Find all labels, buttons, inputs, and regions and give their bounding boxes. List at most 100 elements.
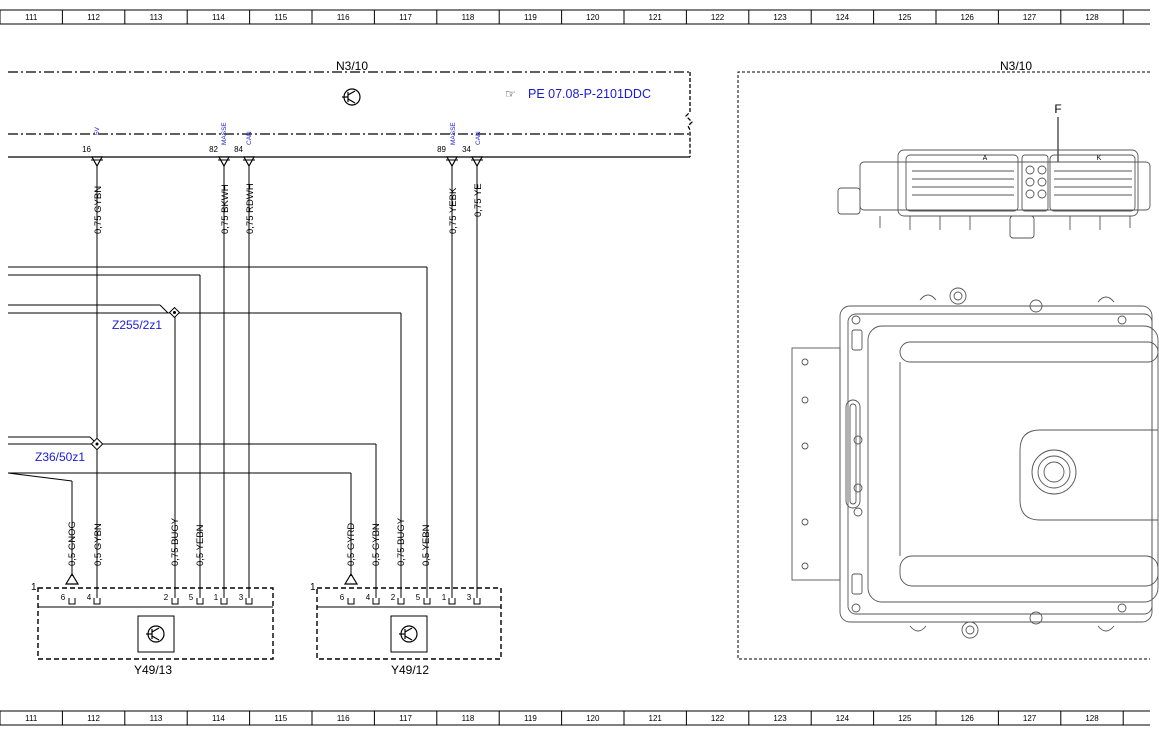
pin-number: 84 <box>234 145 243 154</box>
y49-12-wire-labels: 0,5 GYRD 0,5 GYBN 0,75 BUGY 0,5 YEBN <box>346 517 432 566</box>
pointer-label: F <box>1054 102 1061 116</box>
reference-link[interactable]: ☞ PE 07.08-P-2101DDC <box>505 87 651 101</box>
pin-socket <box>423 598 431 605</box>
location-view: N3/10 F <box>737 59 1159 660</box>
corner-mark: 1 <box>310 582 316 593</box>
svg-text:5: 5 <box>416 593 421 602</box>
ruler-number: 116 <box>337 13 350 22</box>
module-pins: 5V MASSE CAN MASSE CAN 16 82 84 89 34 0,… <box>82 122 484 234</box>
ruler-number: 121 <box>649 714 663 723</box>
ruler-number: 124 <box>836 13 850 22</box>
ruler-number: 118 <box>462 13 475 22</box>
ruler-number: 127 <box>1023 714 1037 723</box>
signal-label: CAN <box>246 131 253 145</box>
ruler-number: 111 <box>25 13 38 22</box>
pin-socket <box>93 598 101 605</box>
connector-k-label: K <box>1097 155 1102 162</box>
wire-label: 0,5 GYRD <box>346 523 357 566</box>
pin-number: 34 <box>462 145 471 154</box>
signal-label: 5V <box>94 126 101 135</box>
svg-text:6: 6 <box>61 593 66 602</box>
connector-pins: 6 4 2 5 1 3 <box>340 593 472 602</box>
ruler-number: 115 <box>274 13 287 22</box>
svg-text:2: 2 <box>164 593 169 602</box>
pin-socket <box>347 598 355 605</box>
svg-text:5: 5 <box>189 593 194 602</box>
module-n3-10-box: N3/10 ☞ PE 07.08-P-2101DDC <box>8 59 693 158</box>
ruler-number: 122 <box>711 714 725 723</box>
ruler-number: 126 <box>961 714 975 723</box>
splice-z255: Z255/2z1 <box>112 306 181 332</box>
signal-label: MASSE <box>221 122 228 145</box>
location-view-title: N3/10 <box>1000 59 1032 73</box>
signal-label: MASSE <box>450 122 457 145</box>
pin-socket <box>473 598 481 605</box>
ruler-number: 124 <box>836 714 850 723</box>
pin-number: 82 <box>209 145 218 154</box>
wire-label: 0,75 BKWH <box>220 184 231 234</box>
ground-symbols <box>64 572 359 585</box>
ruler-number: 113 <box>150 714 163 723</box>
svg-text:3: 3 <box>467 593 472 602</box>
wire-label: 0,75 RDWH <box>245 183 256 234</box>
splice-label: Z255/2z1 <box>112 318 162 332</box>
wire-label: 0,75 GYBN <box>93 186 104 234</box>
pin-arrow <box>217 156 231 168</box>
svg-text:6: 6 <box>340 593 345 602</box>
wire-label: 0,5 YEBN <box>195 524 206 566</box>
corner-mark: 1 <box>31 582 37 593</box>
ruler-number: 128 <box>1085 13 1099 22</box>
ruler-number: 125 <box>898 13 912 22</box>
splice-z36: Z36/50z1 <box>35 437 104 464</box>
wire-label: 0,75 BUGY <box>170 517 181 566</box>
ruler-number: 120 <box>586 13 600 22</box>
svg-text:2: 2 <box>391 593 396 602</box>
svg-text:4: 4 <box>366 593 371 602</box>
pin-socket <box>245 598 253 605</box>
ruler-number: 117 <box>399 714 412 723</box>
svg-text:1: 1 <box>214 593 219 602</box>
ruler-number: 122 <box>711 13 725 22</box>
wire-label: 0,75 BUGY <box>396 517 407 566</box>
pin-number: 89 <box>437 145 446 154</box>
svg-text:4: 4 <box>87 593 92 602</box>
pin-socket <box>196 598 204 605</box>
svg-text:1: 1 <box>442 593 447 602</box>
wire-label: 0,75 YE <box>473 183 484 217</box>
component-y49-12: 1 6 4 2 5 1 3 Y49/12 <box>310 582 502 677</box>
pin-arrow <box>242 156 256 168</box>
ruler-number: 112 <box>87 13 100 22</box>
ruler-number: 118 <box>462 714 475 723</box>
pin-arrow <box>90 156 104 168</box>
ruler-number: 114 <box>212 714 225 723</box>
ruler-number: 119 <box>524 13 537 22</box>
connector-pins: 6 4 2 5 1 3 <box>61 593 244 602</box>
ruler-number: 111 <box>25 714 38 723</box>
ruler-number: 116 <box>337 714 350 723</box>
hand-pointer-icon: ☞ <box>505 87 516 101</box>
ruler-number: 123 <box>773 714 787 723</box>
ruler-number: 113 <box>150 13 163 22</box>
pin-socket <box>220 598 228 605</box>
pin-socket <box>171 598 179 605</box>
ruler-number: 119 <box>524 714 537 723</box>
component-name: Y49/13 <box>134 663 172 677</box>
ruler-number: 114 <box>212 13 225 22</box>
pin-socket <box>372 598 380 605</box>
ruler-number: 117 <box>399 13 412 22</box>
pin-arrow <box>445 156 459 168</box>
ruler-number: 127 <box>1023 13 1037 22</box>
ecu-housing-top-view <box>791 287 1159 639</box>
wires <box>7 166 478 598</box>
svg-text:3: 3 <box>239 593 244 602</box>
pin-socket <box>68 598 76 605</box>
valve-icon <box>390 615 428 653</box>
signal-label: CAN <box>475 131 482 145</box>
valve-icon <box>137 615 175 653</box>
wire-label: 0,5 GYBN <box>93 523 104 566</box>
ruler-number: 115 <box>274 714 287 723</box>
pin-socket <box>397 598 405 605</box>
wire-label: 0,5 GYBN <box>371 523 382 566</box>
